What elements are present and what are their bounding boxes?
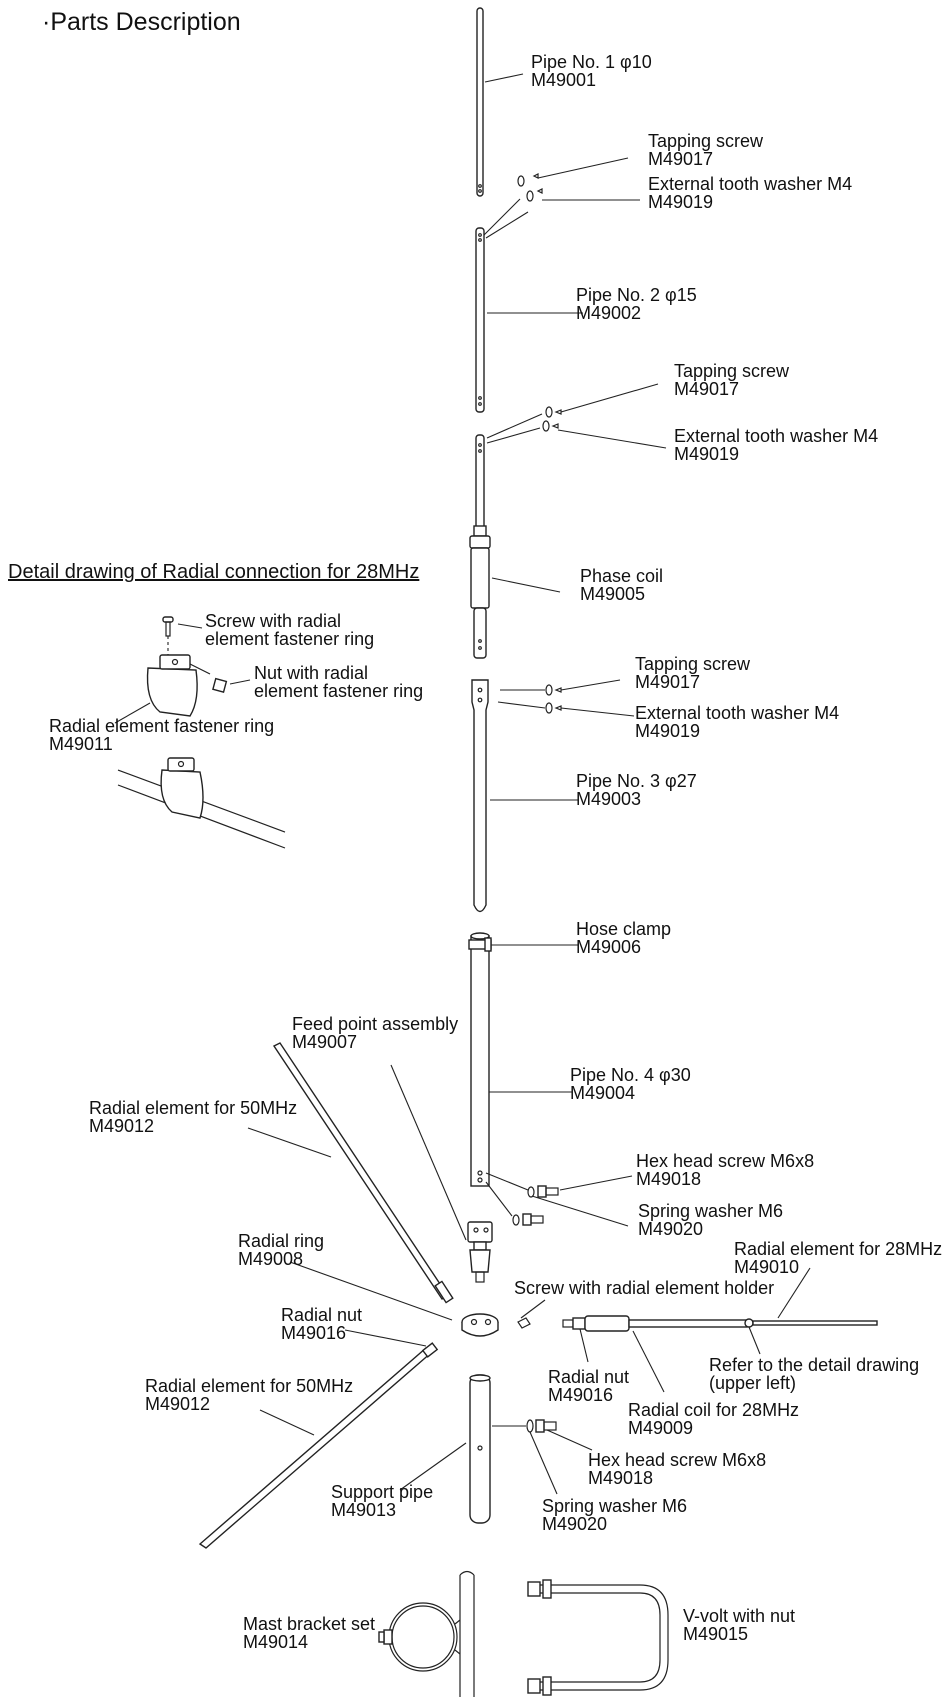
label-refer-detail: Refer to the detail drawing(upper left) (709, 1355, 920, 1393)
radial-element-28mhz-drawing (562, 1315, 878, 1332)
pipe-1-drawing (476, 7, 484, 197)
radial-ring-drawing (461, 1313, 499, 1337)
screw-washer-set-2 (542, 406, 562, 432)
detail-drawing (114, 616, 286, 849)
label-holder-screw: Screw with radial element holder (514, 1278, 775, 1298)
pipe-2-drawing (475, 227, 485, 413)
mast-bracket-drawing (378, 1570, 475, 1697)
radial-element-50mhz-upper-drawing (272, 1042, 454, 1304)
phase-coil-drawing (469, 434, 491, 659)
hex-screw-set-2 (526, 1419, 557, 1433)
page-title: ·Parts Description (42, 8, 241, 36)
v-bolt-drawing (527, 1579, 669, 1696)
screw-washer-set-3 (545, 684, 562, 714)
pipe-3-drawing (471, 679, 489, 913)
radial-element-50mhz-lower-drawing (198, 1342, 439, 1549)
screw-washer-set-1 (517, 173, 543, 202)
hex-screw-set-1 (512, 1185, 559, 1226)
feed-point-assembly-drawing (467, 1221, 493, 1283)
support-pipe-drawing (469, 1374, 491, 1524)
detail-drawing-title: Detail drawing of Radial connection for … (8, 561, 420, 583)
pipe-4-drawing (468, 932, 492, 1187)
